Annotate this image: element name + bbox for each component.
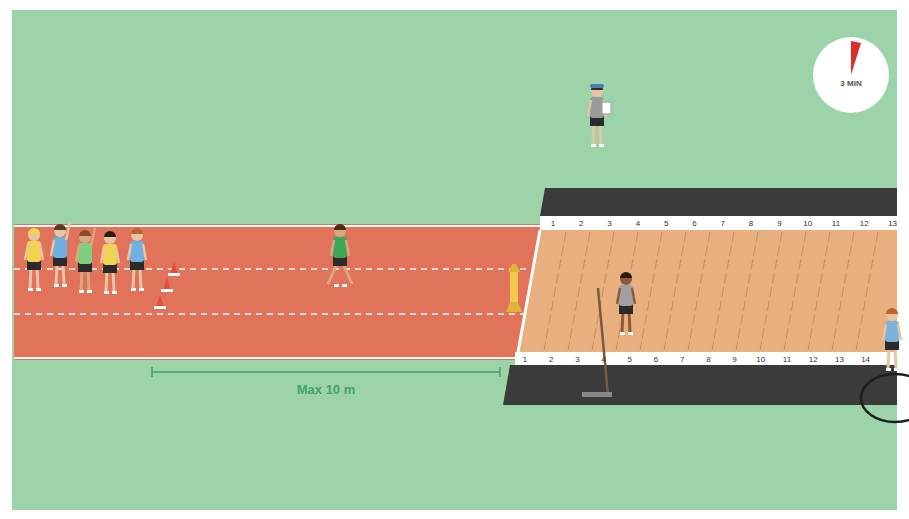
ruler-number: 12 (860, 219, 869, 228)
ruler-number: 8 (706, 355, 710, 364)
ruler-number: 9 (732, 355, 736, 364)
ruler-number: 8 (749, 219, 753, 228)
ruler-number: 10 (803, 219, 812, 228)
ruler-number: 6 (654, 355, 658, 364)
timer-wedge (813, 37, 889, 113)
ruler-number: 13 (835, 355, 844, 364)
ruler-number: 6 (692, 219, 696, 228)
ruler-number: 2 (549, 355, 553, 364)
timer-clock: 3 MIN (813, 37, 889, 113)
ruler-number: 11 (783, 355, 791, 364)
ruler-number: 4 (601, 355, 605, 364)
ruler-number: 5 (664, 219, 668, 228)
ruler-number: 3 (607, 219, 611, 228)
timer-text: 3 MIN (840, 79, 861, 88)
ruler-number: 9 (777, 219, 781, 228)
ruler-number: 2 (579, 219, 583, 228)
ruler-number: 13 (888, 219, 897, 228)
ruler-number: 7 (680, 355, 684, 364)
distance-label: Max 10 m (293, 382, 360, 397)
ruler-number: 1 (551, 219, 555, 228)
ruler-number: 1 (523, 355, 527, 364)
ruler-number: 4 (636, 219, 640, 228)
ruler-number: 10 (756, 355, 765, 364)
ruler-number: 12 (809, 355, 818, 364)
ruler-number: 5 (628, 355, 632, 364)
ruler-number: 3 (575, 355, 579, 364)
ruler-number: 11 (832, 219, 840, 228)
ruler-number: 14 (861, 355, 870, 364)
ruler-number: 7 (721, 219, 725, 228)
